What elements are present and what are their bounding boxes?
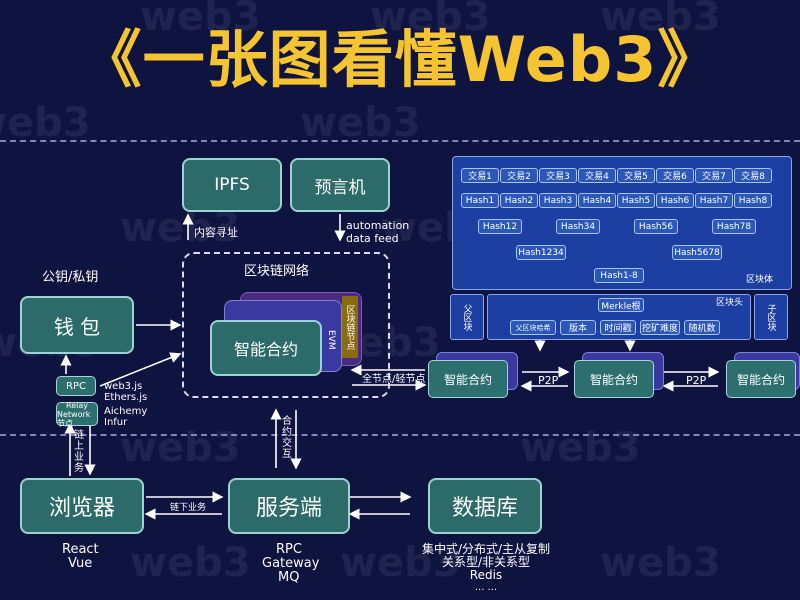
next-block-label: 子区块 bbox=[765, 303, 776, 331]
server-box: 服务端 bbox=[228, 478, 350, 534]
onchain-business-label: 链上业务 bbox=[74, 430, 84, 474]
hash-1: Hash1 bbox=[461, 193, 499, 208]
block-body-label: 区块体 bbox=[746, 275, 774, 285]
layer-divider-top bbox=[0, 140, 800, 142]
transaction-7: 交易7 bbox=[695, 168, 733, 183]
frontend-label-1: React bbox=[62, 542, 99, 557]
relay-label-2: Network节点 bbox=[57, 409, 91, 428]
transaction-3: 交易3 bbox=[539, 168, 577, 183]
watermark: web3 bbox=[140, 0, 261, 40]
p2p-label-2: P2P bbox=[686, 374, 707, 387]
watermark: web3 bbox=[0, 100, 91, 146]
ipfs-box: IPFS bbox=[182, 158, 282, 212]
hash-6: Hash6 bbox=[656, 193, 694, 208]
prev-block-label: 父区块 bbox=[461, 303, 472, 331]
database-label-3: Redis bbox=[469, 568, 503, 582]
watermark: web3 bbox=[520, 425, 641, 471]
hash-root: Hash1-8 bbox=[594, 268, 644, 283]
infura-label: Infur bbox=[104, 417, 128, 428]
hash-12: Hash12 bbox=[478, 219, 522, 234]
transaction-4: 交易4 bbox=[578, 168, 616, 183]
full-light-node-label: 全节点/轻节点 bbox=[362, 374, 426, 385]
database-label-1: 集中式/分布式/主从复制 bbox=[421, 542, 551, 556]
frontend-label-2: Vue bbox=[68, 556, 93, 571]
browser-box: 浏览器 bbox=[20, 478, 144, 534]
hash-7: Hash7 bbox=[695, 193, 733, 208]
merkle-root: Merkle根 bbox=[598, 298, 644, 312]
hash-2: Hash2 bbox=[500, 193, 538, 208]
watermark: web3 bbox=[600, 540, 721, 586]
web3js-label: web3.js bbox=[104, 381, 143, 392]
page-title: 《一张图看懂Web3》 bbox=[79, 23, 721, 96]
difficulty: 挖矿难度 bbox=[640, 320, 680, 335]
database-box: 数据库 bbox=[428, 478, 542, 534]
p2p-label-1: P2P bbox=[538, 374, 559, 387]
node2-contract: 智能合约 bbox=[574, 360, 654, 398]
server-label-2: Gateway bbox=[262, 556, 320, 571]
hash-34: Hash34 bbox=[556, 219, 600, 234]
oracle-box: 预言机 bbox=[290, 158, 390, 212]
contract-interaction-label: 合约交互 bbox=[282, 416, 292, 460]
transaction-5: 交易5 bbox=[617, 168, 655, 183]
relay-label-1: Relay bbox=[66, 400, 88, 410]
layer-divider-bottom bbox=[0, 434, 800, 436]
database-label-4: ... ... bbox=[474, 582, 498, 593]
data-feed-label: data feed bbox=[346, 232, 399, 245]
hash-1234: Hash1234 bbox=[516, 245, 566, 260]
transaction-2: 交易2 bbox=[500, 168, 538, 183]
wallet-box: 钱 包 bbox=[20, 296, 134, 354]
hash-5: Hash5 bbox=[617, 193, 655, 208]
watermark: web3 bbox=[300, 100, 421, 146]
watermark: web3 bbox=[370, 0, 491, 40]
hash-3: Hash3 bbox=[539, 193, 577, 208]
smart-contract-box: 智能合约 bbox=[210, 320, 322, 376]
parent-hash: 父区块哈希 bbox=[510, 320, 556, 335]
key-pair-label: 公钥/私钥 bbox=[42, 270, 99, 285]
watermark: web3 bbox=[600, 0, 721, 40]
evm-label: EVM bbox=[326, 330, 336, 350]
nonce: 随机数 bbox=[684, 320, 720, 335]
block-node-label: 区块链节点 bbox=[342, 296, 358, 358]
watermark: web3 bbox=[340, 540, 461, 586]
next-block-panel bbox=[754, 294, 788, 340]
database-label-2: 关系型/非关系型 bbox=[441, 555, 531, 569]
ethersjs-label: Ethers.js bbox=[104, 392, 148, 403]
block-header-label: 区块头 bbox=[716, 298, 744, 308]
timestamp: 时间戳 bbox=[600, 320, 636, 335]
offchain-business-label: 链下业务 bbox=[170, 503, 207, 513]
hash-4: Hash4 bbox=[578, 193, 616, 208]
transaction-1: 交易1 bbox=[461, 168, 499, 183]
relay-box: Relay Network节点 bbox=[56, 400, 98, 428]
node3-contract: 智能合约 bbox=[726, 360, 796, 398]
automation-label: automation bbox=[346, 219, 410, 232]
hash-8: Hash8 bbox=[734, 193, 772, 208]
transaction-6: 交易6 bbox=[656, 168, 694, 183]
content-addressing-label: 内容寻址 bbox=[194, 226, 238, 239]
version: 版本 bbox=[560, 320, 596, 335]
prev-block-panel bbox=[450, 294, 484, 340]
watermark: web3 bbox=[130, 540, 251, 586]
hash-56: Hash56 bbox=[634, 219, 678, 234]
rpc-box: RPC bbox=[56, 376, 96, 396]
blockchain-network-label: 区块链网络 bbox=[244, 264, 310, 279]
watermark: web3 bbox=[120, 205, 241, 251]
watermark: web3 bbox=[120, 425, 241, 471]
server-label-1: RPC bbox=[276, 542, 302, 557]
hash-5678: Hash5678 bbox=[672, 245, 722, 260]
alchemy-label: Aichemy bbox=[104, 406, 148, 417]
node1-contract: 智能合约 bbox=[428, 360, 508, 398]
blockchain-network-container bbox=[182, 252, 390, 398]
hash-78: Hash78 bbox=[712, 219, 756, 234]
transaction-8: 交易8 bbox=[734, 168, 772, 183]
server-label-3: MQ bbox=[278, 570, 300, 585]
